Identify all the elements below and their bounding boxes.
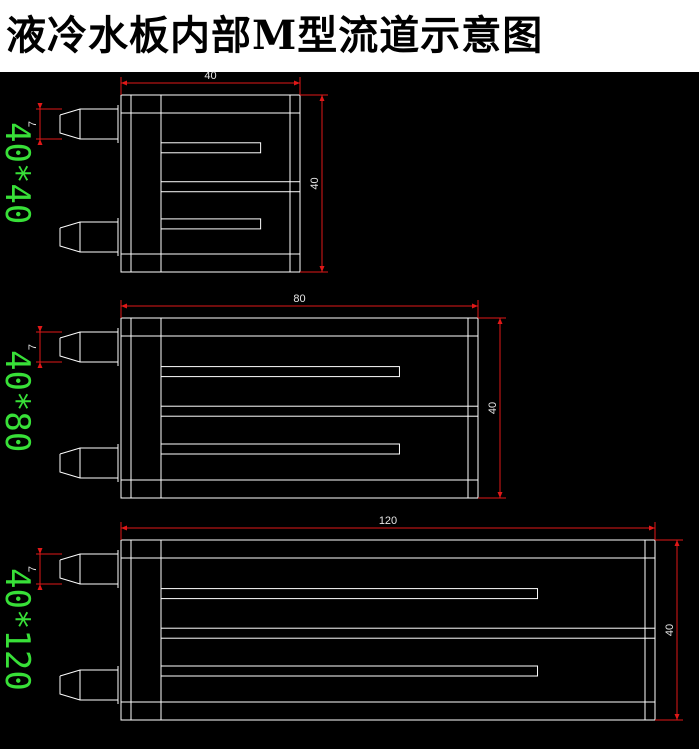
plate-1-width-arrow-left (121, 80, 127, 86)
plate-2-width-dim-label: 80 (293, 293, 305, 305)
plate-1-outlet-nozzle (59, 221, 119, 253)
plate-1-port-arrow-top (37, 103, 43, 109)
plate-3-channel-slot-3 (160, 665, 539, 677)
plate-2-height-dim-label: 40 (487, 402, 499, 414)
plate-3-port-dim-label: 7 (27, 566, 39, 572)
plate-1-channel-slot-3 (160, 218, 262, 230)
plate-2-port-arrow-top (37, 326, 43, 332)
plate-2-outlet-nozzle (59, 447, 119, 479)
plate-1-port-dim-label: 7 (27, 121, 39, 127)
plate-1-height-arrow-bottom (319, 266, 325, 272)
plate-3-width-dim-label: 120 (379, 515, 397, 527)
plate-2-channel-slot-2 (160, 405, 479, 417)
plate-1-channel-slot-1 (160, 142, 262, 154)
plate-1-height-arrow-top (319, 95, 325, 101)
plate-1-width-arrow-right (294, 80, 300, 86)
plate-2-port-dim-label: 7 (27, 344, 39, 350)
plate-3-port-arrow-top (37, 548, 43, 554)
plate-2-channel-slot-3 (160, 443, 400, 455)
plate-3-channel-slot-1 (160, 588, 539, 600)
plate-3-size-label: 40*120 (0, 568, 37, 691)
plate-2-height-arrow-top (497, 318, 503, 324)
plate-2-height-arrow-bottom (497, 492, 503, 498)
plate-3-width-arrow-right (649, 525, 655, 531)
plate-3-channel-slot-2 (160, 627, 656, 639)
plate-2-inlet-nozzle (59, 331, 119, 363)
plate-2-size-label: 40*80 (0, 350, 37, 453)
plate-2-body (120, 317, 479, 499)
plate-1-port-arrow-bottom (37, 139, 43, 145)
plate-3-port-arrow-bottom (37, 584, 43, 590)
plate-1-inlet-nozzle (59, 108, 119, 140)
title-bar: 液冷水板内部M型流道示意图 (0, 0, 699, 72)
plate-1-width-dim-label: 40 (204, 70, 216, 82)
plate-3-outlet-nozzle (59, 669, 119, 701)
page-title: 液冷水板内部M型流道示意图 (6, 12, 544, 59)
plate-3-width-arrow-left (121, 525, 127, 531)
plate-2-left-cap (120, 317, 162, 499)
plate-1-height-dim-label: 40 (309, 177, 321, 189)
plate-3-height-arrow-top (674, 540, 680, 546)
plate-1-left-cap (120, 94, 162, 273)
plate-1-body (120, 94, 301, 273)
plate-1-channel-slot-2 (160, 181, 301, 193)
plate-3-body (120, 539, 656, 721)
plate-1-size-label: 40*40 (0, 122, 37, 225)
plate-2-width-arrow-right (472, 303, 478, 309)
plate-3-height-dim-label: 40 (664, 624, 676, 636)
plate-2-port-arrow-bottom (37, 362, 43, 368)
plate-2-channel-slot-1 (160, 366, 400, 378)
plate-3-left-cap (120, 539, 162, 721)
plate-2-width-arrow-left (121, 303, 127, 309)
plate-3-inlet-nozzle (59, 553, 119, 585)
plate-3-height-arrow-bottom (674, 714, 680, 720)
